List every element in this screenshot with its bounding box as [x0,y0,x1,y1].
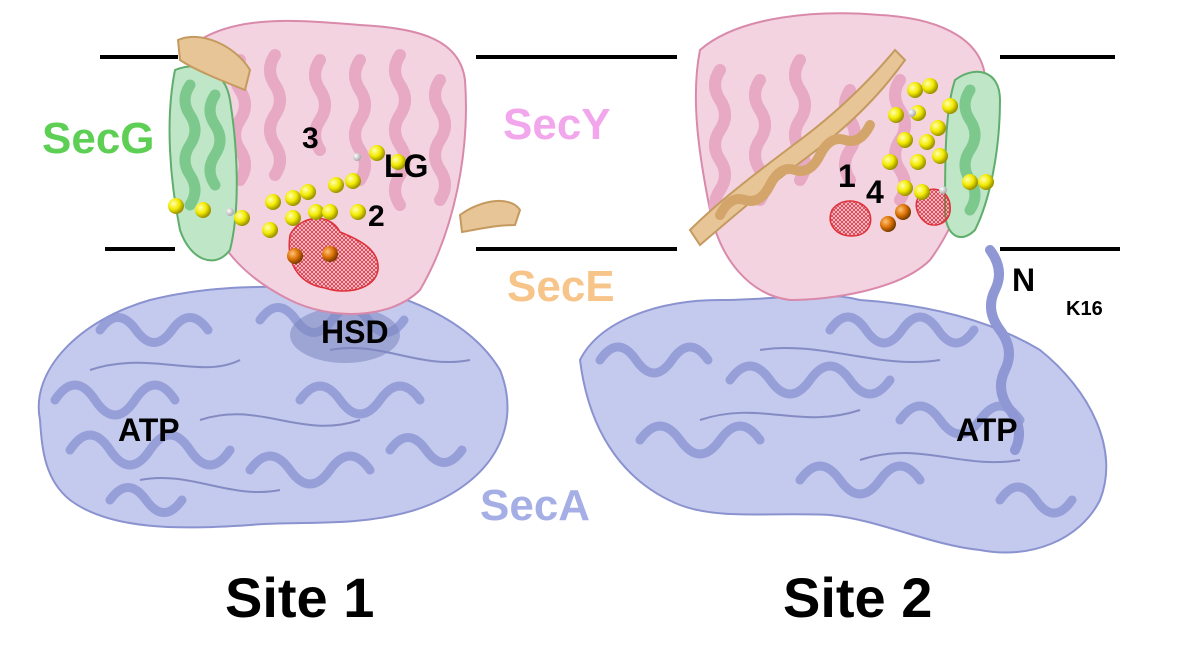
site1-helix2-label: 2 [368,200,385,233]
site2-sece-ribbon-icon [688,48,907,247]
membrane-lines [100,55,1120,251]
site1-bead-cluster-icon [168,145,406,264]
site2-atp-label: ATP [956,412,1018,448]
site1-secg-ribbon-icon [168,65,238,262]
site1-lg-label: LG [384,148,429,184]
site2-k16-label: K16 [1066,298,1103,320]
site2-density-mesh-icon [829,188,951,237]
site1-helix3-label: 3 [302,122,319,155]
site2-helix1-label: 1 [838,158,856,194]
secy-label: SecY [503,100,611,149]
site2-bead-cluster-icon [880,78,994,232]
site1-title: Site 1 [225,566,375,629]
site1-secy-ribbon-icon [191,19,467,315]
site1-seca-ribbon-icon [37,283,509,529]
site2-helix4-label: 4 [866,174,884,210]
seca-label: SecA [480,481,591,530]
site2-n-terminus-label: N [1012,262,1036,298]
site1-atp-label: ATP [118,412,180,448]
site1-sece-ribbon-icon [176,35,522,234]
sece-label: SecE [507,262,615,311]
site1-hsd-label: HSD [321,314,389,350]
site2-secg-ribbon-icon [943,70,1002,239]
site2-title: Site 2 [783,566,933,629]
secg-label: SecG [42,114,155,163]
